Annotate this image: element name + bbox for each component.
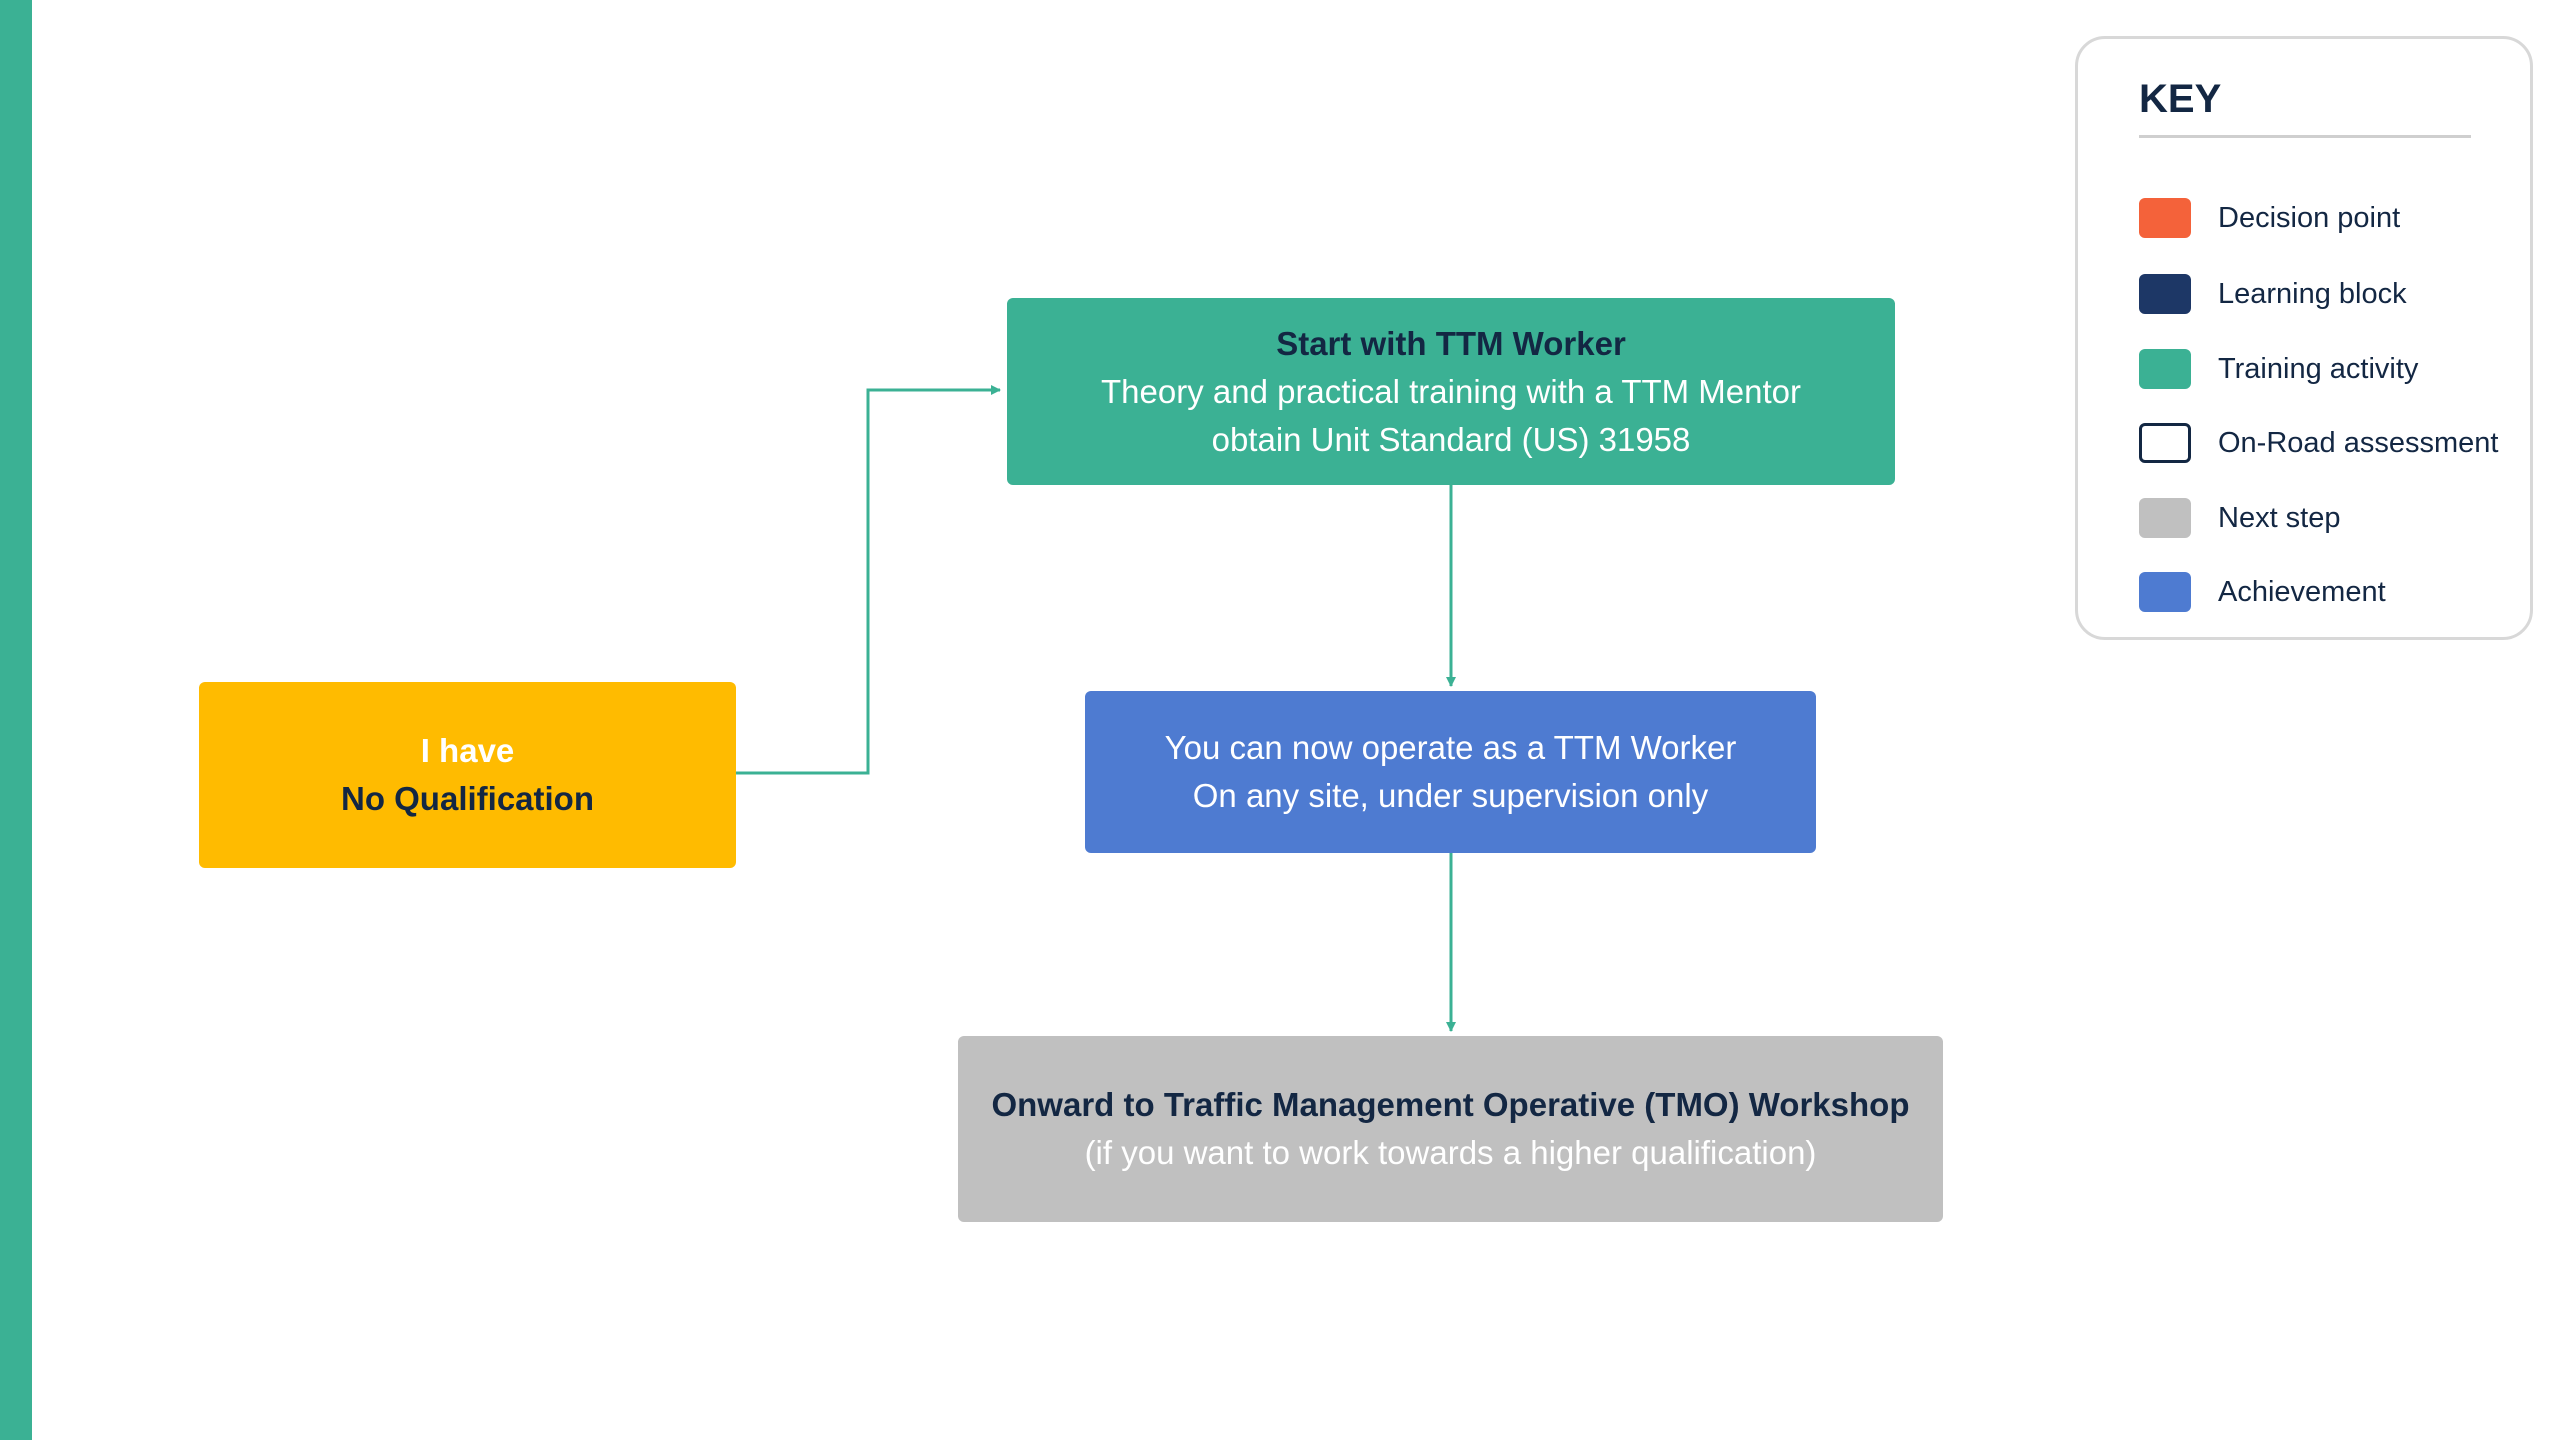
start-title: Start with TTM Worker xyxy=(1276,324,1626,362)
on-road-assessment-swatch xyxy=(2139,423,2191,463)
start-line-3: obtain Unit Standard (US) 31958 xyxy=(1211,420,1691,458)
next-step-swatch xyxy=(2139,498,2191,538)
learning-block-swatch xyxy=(2139,274,2191,314)
achievement-swatch xyxy=(2139,572,2191,612)
legend-panel: KEY Decision point Learning block Traini… xyxy=(2075,36,2533,640)
no-qualification-line-1: I have xyxy=(420,732,515,769)
legend-label: Next step xyxy=(2218,501,2341,534)
legend-label: Training activity xyxy=(2218,352,2419,385)
legend-item-on-road-assessment: On-Road assessment xyxy=(2139,422,2498,464)
legend-label: On-Road assessment xyxy=(2218,426,2499,459)
connector-no-qualification-to-start xyxy=(736,385,1001,775)
legend-item-achievement: Achievement xyxy=(2139,571,2386,613)
legend-label: Decision point xyxy=(2218,201,2401,234)
legend-label: Achievement xyxy=(2218,575,2386,608)
legend-item-decision-point: Decision point xyxy=(2139,197,2400,239)
next-step-line-2: (if you want to work towards a higher qu… xyxy=(1084,1134,1817,1171)
training-activity-swatch xyxy=(2139,349,2191,389)
no-qualification-line-2: No Qualification xyxy=(340,780,594,817)
start-line-2: Theory and practical training with a TTM… xyxy=(1100,372,1801,410)
legend-item-training-activity: Training activity xyxy=(2139,348,2418,390)
no-qualification-box: I have No Qualification xyxy=(199,682,736,868)
legend-label: Learning block xyxy=(2218,277,2407,310)
achievement-box: You can now operate as a TTM Worker On a… xyxy=(1085,691,1816,853)
legend-title: KEY xyxy=(2139,77,2222,121)
next-step-title: Onward to Traffic Management Operative (… xyxy=(991,1086,1910,1123)
achievement-line-2: On any site, under supervision only xyxy=(1192,777,1709,814)
left-accent-bar xyxy=(0,0,32,1440)
legend-item-learning-block: Learning block xyxy=(2139,273,2407,315)
next-step-box: Onward to Traffic Management Operative (… xyxy=(958,1036,1943,1222)
decision-point-swatch xyxy=(2139,198,2191,238)
achievement-line-1: You can now operate as a TTM Worker xyxy=(1164,729,1737,766)
legend-divider xyxy=(2139,135,2471,138)
legend-item-next-step: Next step xyxy=(2139,497,2341,539)
start-ttm-worker-box: Start with TTM Worker Theory and practic… xyxy=(1007,298,1895,485)
